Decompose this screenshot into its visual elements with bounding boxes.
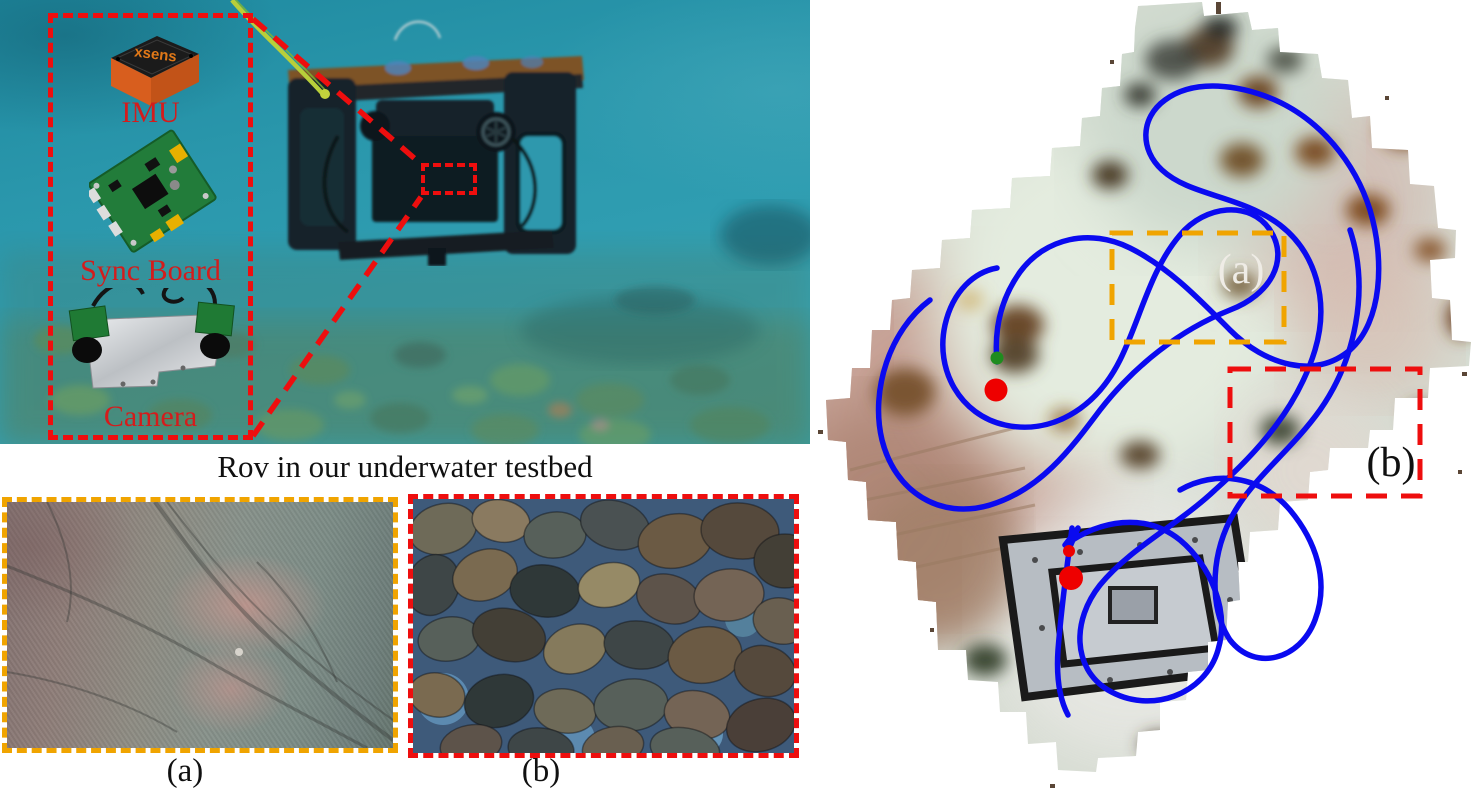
start-marker-green <box>990 351 1004 365</box>
callout-lines <box>250 16 424 438</box>
imu-label: IMU <box>121 96 180 129</box>
trajectory-path-2 <box>875 207 1281 512</box>
fabric-folds <box>7 502 393 748</box>
subfigure-b <box>408 494 799 758</box>
region-b-box <box>1227 366 1423 499</box>
stereo-camera-photo <box>68 288 235 389</box>
subfigure-a <box>2 497 398 753</box>
callout-line-top <box>251 16 423 167</box>
fabric-texture <box>7 502 393 748</box>
reconstruction-map: (a) (b) <box>810 0 1473 799</box>
trajectory-path-1 <box>993 83 1382 704</box>
component-callout-box: xsens IMU <box>48 13 253 440</box>
pebbles-texture <box>413 499 794 753</box>
region-a-label: (a) <box>1218 247 1265 293</box>
region-b-label: (b) <box>1367 440 1416 486</box>
rov-roi-box <box>421 163 477 195</box>
imu-photo: xsens <box>111 36 199 106</box>
sync-board-label: Sync Board <box>80 254 221 287</box>
map-mosaic: (a) (b) <box>810 0 1473 799</box>
region-a-box <box>1109 230 1287 345</box>
rov-underwater-photo: xsens IMU <box>0 0 810 444</box>
loop-marker-red-2 <box>1059 566 1083 590</box>
photo-caption: Rov in our underwater testbed <box>217 449 593 484</box>
callout-line-bottom <box>250 195 424 438</box>
small-marker-red <box>1063 545 1075 557</box>
camera-label: Camera <box>103 400 198 433</box>
imu-device-text: xsens <box>133 44 177 66</box>
subfigure-b-label: (b) <box>521 753 561 789</box>
loop-marker-red-1 <box>984 378 1008 402</box>
sync-board-photo <box>89 129 217 253</box>
trajectory-path-3 <box>1177 227 1362 661</box>
subfigure-a-label: (a) <box>166 753 204 789</box>
rov-vehicle-graphic <box>288 20 584 266</box>
